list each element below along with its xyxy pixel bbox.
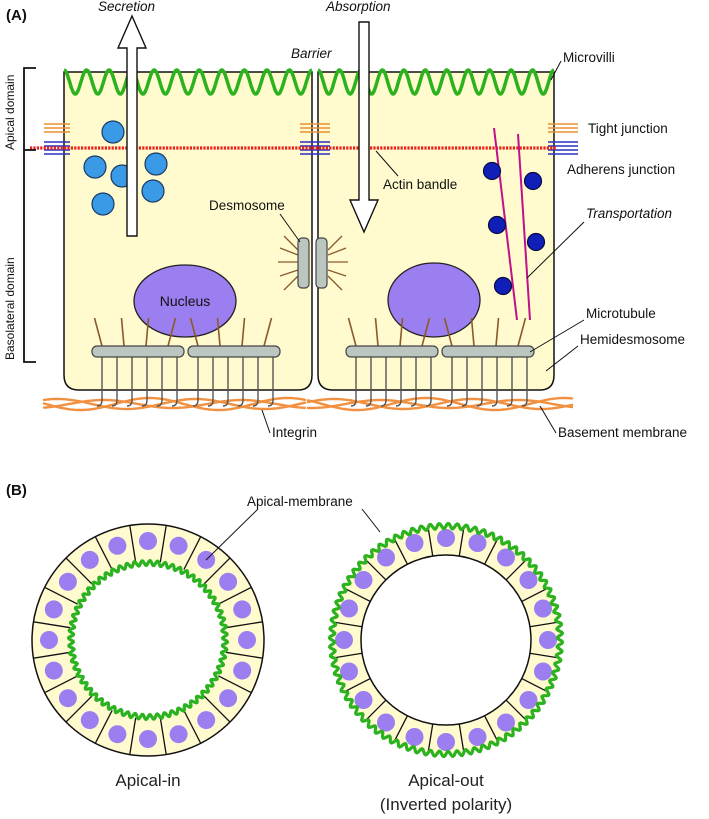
hemidesmosome-pointer bbox=[545, 345, 579, 372]
desmosome bbox=[278, 235, 348, 291]
integrin-pointer bbox=[261, 409, 271, 434]
secretion-arrow bbox=[116, 14, 148, 237]
apical-membrane-label: Apical-membrane bbox=[247, 494, 353, 509]
panel-b-label: (B) bbox=[6, 482, 27, 499]
left-cell bbox=[63, 71, 313, 391]
secretion-vesicles bbox=[83, 120, 168, 216]
absorption-arrow bbox=[348, 21, 380, 234]
basolateral-domain-label: Basolateral domain bbox=[3, 257, 17, 360]
actin-bandle-label: Actin bandle bbox=[383, 177, 457, 192]
hemidesmosomes bbox=[91, 317, 535, 407]
apical-out-caption: Apical-out bbox=[408, 771, 484, 790]
apical-membrane-pointer-right bbox=[361, 508, 381, 533]
transportation-label: Transportation bbox=[586, 206, 672, 221]
microvilli-left bbox=[62, 68, 314, 96]
apical-domain-label: Apical domain bbox=[3, 75, 17, 150]
adherens-junction-lines bbox=[44, 141, 578, 155]
integrin-label: Integrin bbox=[272, 425, 317, 440]
microtubule-label: Microtubule bbox=[586, 306, 656, 321]
microvilli-label: Microvilli bbox=[563, 50, 615, 65]
desmosome-label: Desmosome bbox=[209, 198, 285, 213]
nucleus-left bbox=[133, 264, 237, 338]
hemidesmosome-label: Hemidesmosome bbox=[580, 332, 685, 347]
apical-in-caption: Apical-in bbox=[115, 771, 180, 790]
domain-brackets bbox=[23, 67, 36, 363]
desmosome-pointer bbox=[279, 213, 301, 243]
tight-junction-lines bbox=[44, 123, 578, 133]
nucleus-right bbox=[387, 262, 481, 338]
barrier-label: Barrier bbox=[291, 46, 332, 61]
nucleus-label: Nucleus bbox=[160, 293, 211, 309]
apical-membrane-pointer-left bbox=[205, 508, 259, 561]
basement-membrane bbox=[42, 396, 574, 412]
basement-pointer bbox=[539, 405, 557, 434]
transportation-pointer bbox=[526, 221, 585, 279]
microvilli-right bbox=[316, 68, 556, 96]
inverted-polarity-caption: (Inverted polarity) bbox=[380, 795, 512, 814]
spheroid-apical-out bbox=[327, 521, 565, 759]
basement-membrane-label: Basement membrane bbox=[558, 425, 687, 440]
panel-a-label: (A) bbox=[6, 7, 27, 24]
actin-pointer bbox=[375, 150, 399, 177]
adherens-junction-label: Adherens junction bbox=[567, 162, 675, 177]
spheroid-apical-in bbox=[31, 523, 265, 757]
secretion-label: Secretion bbox=[98, 0, 155, 14]
absorption-label: Absorption bbox=[325, 0, 391, 14]
microtubule-pointer bbox=[529, 319, 585, 353]
microvilli-pointer bbox=[550, 60, 562, 81]
tight-junction-label: Tight junction bbox=[588, 121, 668, 136]
transport-vesicles bbox=[482, 161, 546, 296]
